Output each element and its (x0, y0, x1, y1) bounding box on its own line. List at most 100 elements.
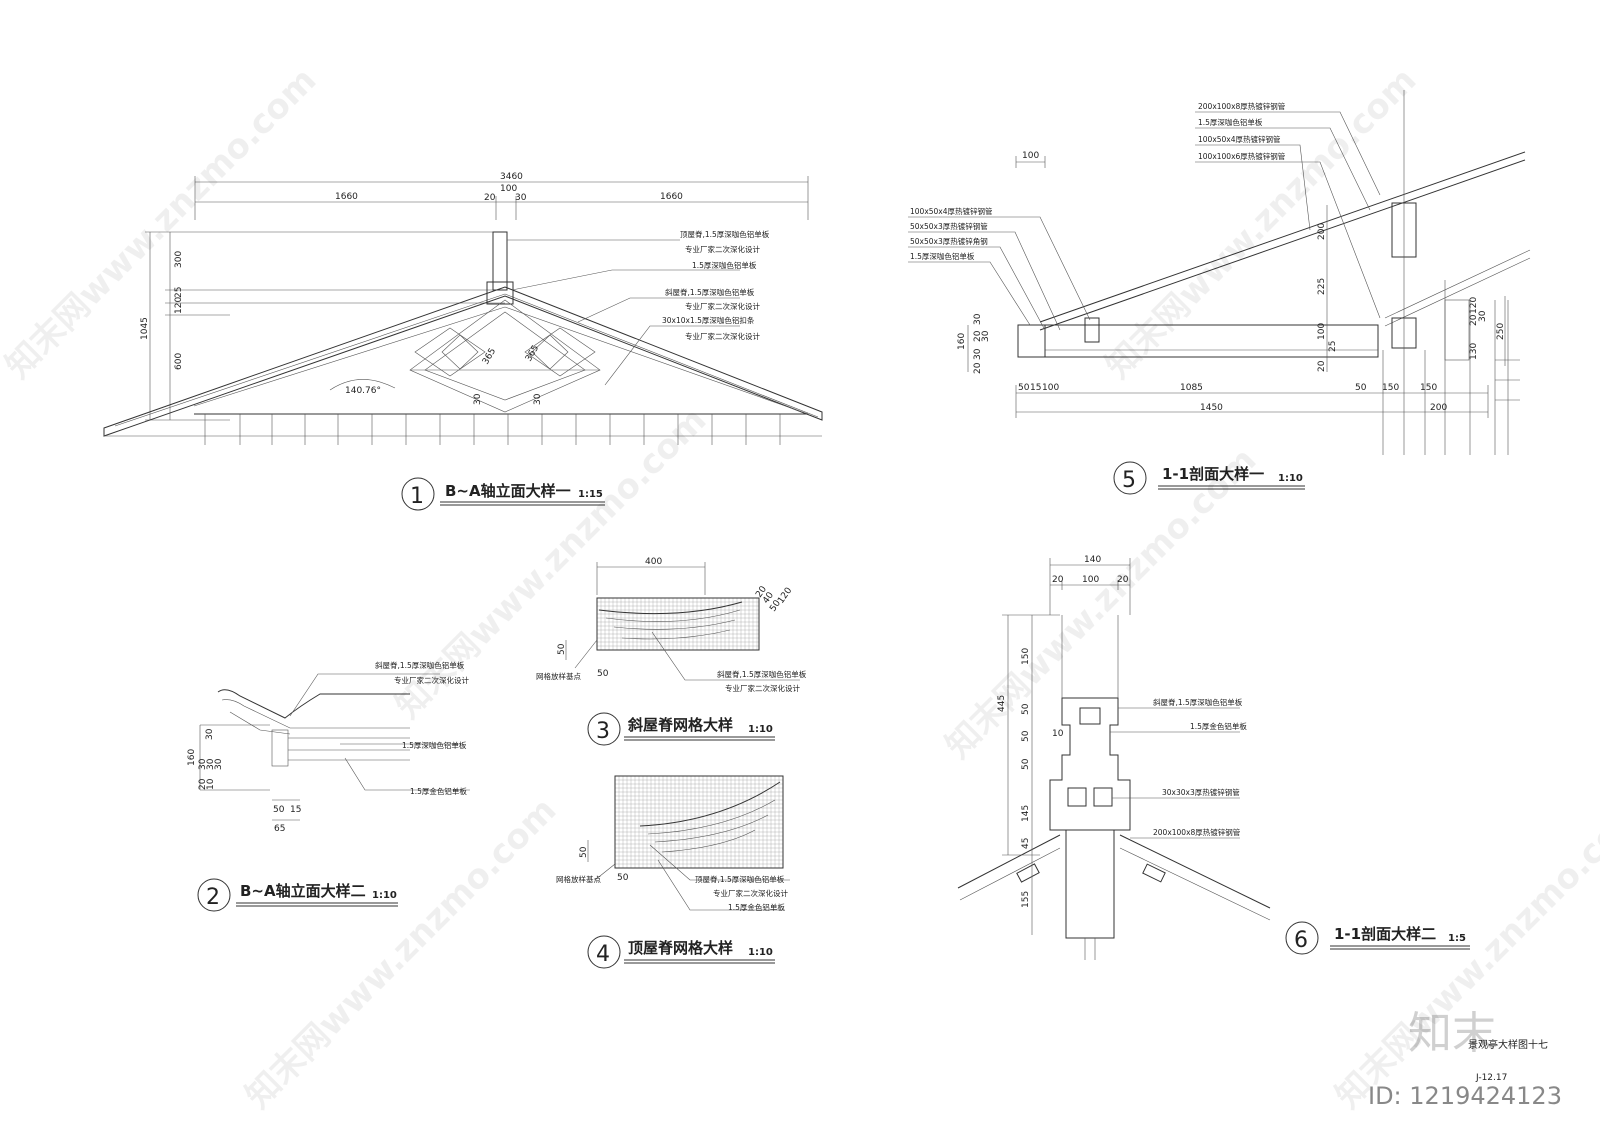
d4-note-3: 1.5厚金色铝单板 (728, 902, 785, 912)
d5-dim-v1: 200 (1317, 223, 1327, 240)
d1-scale: 1:15 (578, 489, 603, 500)
d5-note-left-1: 50x50x3厚热镀锌钢管 (910, 221, 988, 231)
detail-4-grid: 50 50 网格放样基点 顶屋脊,1.5厚深咖色铝单板 专业厂家二次深化设计 1… (556, 775, 790, 969)
d3-note-1: 斜屋脊,1.5厚深咖色铝单板 (717, 669, 807, 679)
d1-dim-angle: 140.76° (345, 386, 381, 396)
d5-dim-r3: 30 (1478, 310, 1488, 322)
d5-note-top-1: 1.5厚深咖色铝单板 (1198, 117, 1263, 127)
d5-dim-v5: 20 (1317, 360, 1327, 372)
d1-dim-right: 1660 (660, 192, 683, 202)
d3-title-block: 3 斜屋脊网格大样 1:10 (587, 712, 775, 746)
d1-note-4: 专业厂家二次深化设计 (685, 301, 760, 311)
d3-note-2: 专业厂家二次深化设计 (725, 683, 800, 693)
d6-dim-v4: 50 (1021, 758, 1031, 770)
d4-title: 顶屋脊网格大样 (628, 939, 733, 957)
d5-dim-l6: 20 (973, 362, 983, 374)
watermark-logo: 知末 (1408, 1008, 1496, 1059)
watermark-text-3: 知末网www.znzmo.com (938, 440, 1264, 766)
d4-note-1: 顶屋脊,1.5厚深咖色铝单板 (695, 874, 785, 884)
sheet-name: 景观亭大样图十七 (1468, 1038, 1548, 1051)
d1-title-block: 1 B~A轴立面大样一 1:15 (401, 477, 605, 511)
d5-dim-v2: 225 (1317, 278, 1327, 295)
d2-title: B~A轴立面大样二 (240, 882, 366, 900)
d1-number: 1 (410, 484, 424, 509)
d6-dim-total: 445 (997, 695, 1007, 712)
d1-dim-mid: 100 (500, 184, 517, 194)
d5-dim-r4: 130 (1469, 343, 1479, 360)
d1-dim-d3: 365 (481, 347, 498, 367)
d3-grid (596, 597, 759, 651)
d6-dim-side: 10 (1052, 729, 1064, 739)
d5-dim-h: 200 (1430, 403, 1447, 413)
d1-note-1: 专业厂家二次深化设计 (685, 244, 760, 254)
d1-note-2: 1.5厚深咖色铝单板 (692, 260, 757, 270)
d1-dim-d2: 30 (533, 393, 543, 405)
d2-note-1: 专业厂家二次深化设计 (394, 675, 469, 685)
d1-dim-d1: 30 (473, 393, 483, 405)
watermark-id: ID: 1219424123 (1368, 1082, 1562, 1110)
d4-title-block: 4 顶屋脊网格大样 1:10 (587, 935, 775, 969)
d5-number: 5 (1122, 468, 1136, 493)
d1-dim-d4: 365 (524, 344, 541, 364)
d4-grid (614, 775, 784, 869)
d6-dim-a: 20 (1052, 575, 1064, 585)
d1-dim-g1: 20 (484, 193, 496, 203)
d3-scale: 1:10 (748, 724, 773, 735)
d5-dim-l1: 160 (957, 333, 967, 350)
d1-dim-h2: 25 (174, 287, 184, 298)
d6-scale: 1:5 (1448, 933, 1466, 944)
d5-dim-v3: 100 (1317, 323, 1327, 340)
d1-dim-h4: 600 (174, 353, 184, 370)
detail-6-section: 140 20 100 20 445 150 50 50 50 145 45 15… (957, 555, 1470, 960)
watermark-text-5: 知末网www.znzmo.com (238, 790, 564, 1116)
d6-note-1: 1.5厚金色铝单板 (1190, 721, 1247, 731)
d2-number: 2 (206, 885, 220, 910)
d4-scale: 1:10 (748, 947, 773, 958)
d2-dim-v4: 30 (214, 758, 224, 770)
d5-note-top-0: 200x100x8厚热镀锌钢管 (1198, 101, 1286, 111)
d6-note-2: 30x30x3厚热镀锌钢管 (1162, 787, 1240, 797)
d5-note-left-0: 100x50x4厚热镀锌钢管 (910, 206, 993, 216)
d5-scale: 1:10 (1278, 473, 1303, 484)
d2-dim-v6: 10 (206, 778, 216, 790)
d5-title: 1-1剖面大样一 (1162, 465, 1264, 483)
detail-2-elevation: 160 30 30 30 30 20 10 50 15 65 斜屋脊,1.5厚深… (187, 660, 470, 912)
d6-title: 1-1剖面大样二 (1334, 925, 1436, 943)
detail-3-grid: 400 20 40 50 120 50 50 网格放样基点 斜屋脊,1.5厚深咖… (536, 557, 807, 746)
d3-number: 3 (596, 719, 610, 744)
d1-dim-h1: 300 (174, 251, 184, 268)
d2-note-0: 斜屋脊,1.5厚深咖色铝单板 (375, 660, 465, 670)
d5-dim-d: 1085 (1180, 383, 1203, 393)
d1-dim-total: 3460 (500, 172, 523, 182)
d2-dim-h3: 65 (274, 824, 285, 834)
d1-title: B~A轴立面大样一 (445, 482, 571, 500)
d5-note-left-2: 50x50x3厚热镀锌角钢 (910, 236, 988, 246)
d2-dim-v7: 30 (205, 728, 215, 740)
d6-note-3: 200x100x8厚热镀锌钢管 (1153, 827, 1241, 837)
d6-dim-c: 20 (1117, 575, 1129, 585)
d5-dim-g: 150 (1420, 383, 1437, 393)
d1-note-3: 斜屋脊,1.5厚深咖色铝单板 (665, 287, 755, 297)
d2-dim-h2: 15 (290, 805, 301, 815)
detail-5-section: 100 50 15 100 1085 50 150 1 (908, 90, 1531, 495)
d3-dim-s2: 50 (597, 669, 609, 679)
d5-dim-top: 100 (1022, 151, 1039, 161)
d5-dim-r2: 20 (1469, 314, 1479, 326)
watermarks: 知末网www.znzmo.com 知末网www.znzmo.com 知末网www… (0, 60, 1600, 1116)
d2-dim-v2: 30 (198, 758, 208, 770)
sheet-info: 景观亭大样图十七 J-12.17 (1468, 1038, 1548, 1083)
d2-note-3: 1.5厚金色铝单板 (410, 786, 467, 796)
d6-title-block: 6 1-1剖面大样二 1:5 (1285, 921, 1470, 955)
d5-note-top-3: 100x100x6厚热镀锌钢管 (1198, 151, 1286, 161)
d2-note-2: 1.5厚深咖色铝单板 (402, 740, 467, 750)
d5-dim-l2: 30 (973, 313, 983, 325)
d2-title-block: 2 B~A轴立面大样二 1:10 (197, 878, 398, 912)
d5-dim-l3: 20 (973, 330, 983, 342)
sheet-code: J-12.17 (1475, 1073, 1507, 1083)
d6-dim-v1: 150 (1021, 648, 1031, 665)
d5-dim-v4: 25 (1328, 341, 1338, 352)
d3-dim-w: 400 (645, 557, 662, 567)
d5-dim-r1: 120 (1469, 297, 1479, 314)
d1-note-0: 顶屋脊,1.5厚深咖色铝单板 (680, 229, 770, 239)
